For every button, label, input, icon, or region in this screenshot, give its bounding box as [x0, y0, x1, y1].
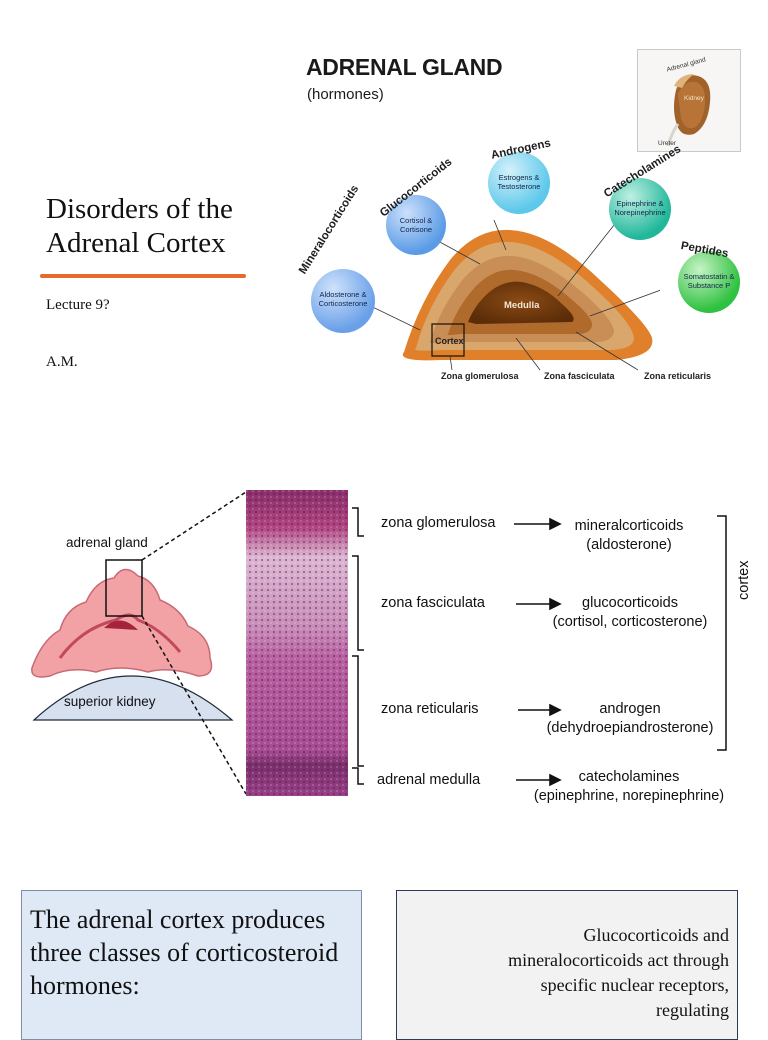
- kidney-inset-image: Adrenal gland Kidney Ureter: [637, 49, 741, 152]
- adrenal-cross-section: Medulla Cortex: [345, 220, 660, 371]
- slide-title-line1: Disorders of the: [46, 193, 233, 225]
- hormone-reticularis-example: (dehydroepiandrosterone): [546, 720, 714, 736]
- androgens-bubble: [488, 152, 550, 214]
- zone-label-fasciculata: zona fasciculata: [381, 595, 485, 611]
- peptides-content: Somatostatin & Substance P: [683, 272, 735, 290]
- zone-label-medulla: adrenal medulla: [377, 772, 481, 788]
- glucocorticoids-bubble: [386, 195, 446, 255]
- peptides-bubble: [678, 251, 740, 313]
- inset-kidney-label: Kidney: [684, 95, 705, 102]
- receptor-line4: regulating: [656, 1000, 729, 1020]
- mineralocorticoids-content: Aldosterone & Corticosterone: [318, 290, 368, 308]
- title-underline: [40, 274, 246, 278]
- cortex-label: Cortex: [435, 336, 464, 346]
- kidney-illustration: Adrenal gland Kidney Ureter: [658, 56, 711, 147]
- hormone-reticularis-name: androgen: [599, 701, 661, 717]
- zone-label-reticularis: zona reticularis: [381, 701, 479, 717]
- lecture-label: Lecture 9?: [46, 297, 110, 313]
- author-label: A.M.: [46, 354, 78, 370]
- figure-heading: ADRENAL GLAND: [306, 54, 503, 80]
- hormone-medulla-name: catecholamines: [578, 769, 680, 785]
- hormone-glomerulosa-name: mineralcorticoids: [574, 518, 684, 534]
- zone-braces: [352, 507, 727, 785]
- hormone-glomerulosa-example: (aldosterone): [586, 537, 672, 553]
- hormone-fasciculata-example: (cortisol, corticosterone): [552, 614, 708, 630]
- cortex-bracket: [431, 323, 465, 357]
- figure-subheading: (hormones): [307, 86, 384, 103]
- catecholamines-content: Epinephrine & Norepinephrine: [614, 199, 666, 217]
- medulla-label: Medulla: [504, 300, 540, 311]
- receptor-line3: specific nuclear receptors,: [540, 975, 729, 995]
- catecholamines-bubble: [609, 178, 671, 240]
- mineralocorticoids-bubble: [311, 269, 375, 333]
- zone-arrows: [514, 517, 562, 787]
- hormone-fasciculata-name: glucocorticoids: [582, 595, 678, 611]
- adrenal-gland-label: adrenal gland: [66, 535, 148, 550]
- slide-title: Disorders of the Adrenal Cortex: [46, 192, 296, 260]
- zona-fasciculata-label: Zona fasciculata: [544, 371, 615, 381]
- hormone-medulla: catecholamines (epinephrine, norepinephr…: [516, 768, 742, 806]
- histology-diagram: [31, 490, 727, 796]
- hormone-fasciculata: glucocorticoids (cortisol, corticosteron…: [534, 594, 726, 632]
- inset-ureter-label: Ureter: [658, 140, 677, 147]
- zona-reticularis-label: Zona reticularis: [644, 371, 712, 381]
- receptor-line2: mineralocorticoids act through: [508, 950, 729, 970]
- slide-title-line2: Adrenal Cortex: [46, 227, 226, 259]
- superior-kidney-label: superior kidney: [64, 694, 156, 709]
- zona-glomerulosa-label: Zona glomerulosa: [441, 371, 519, 381]
- cortex-side-label: cortex: [736, 560, 752, 601]
- receptor-textbox: Glucocorticoids and mineralocorticoids a…: [396, 890, 738, 1040]
- zoom-box: [105, 559, 143, 617]
- androgens-content: Estrogens & Testosterone: [497, 173, 541, 191]
- inset-gland-label: Adrenal gland: [666, 56, 707, 73]
- hormone-reticularis: androgen (dehydroepiandrosterone): [530, 700, 730, 738]
- receptor-line1: Glucocorticoids and: [583, 925, 729, 945]
- glucocorticoids-content: Cortisol & Cortisone: [399, 216, 433, 234]
- zone-label-glomerulosa: zona glomerulosa: [381, 515, 496, 531]
- cortex-hormones-textbox: The adrenal cortex produces three classe…: [21, 890, 362, 1040]
- kidney-shape: [32, 675, 234, 721]
- hormone-glomerulosa: mineralcorticoids (aldosterone): [540, 517, 718, 555]
- hormone-medulla-example: (epinephrine, norepinephrine): [533, 788, 725, 804]
